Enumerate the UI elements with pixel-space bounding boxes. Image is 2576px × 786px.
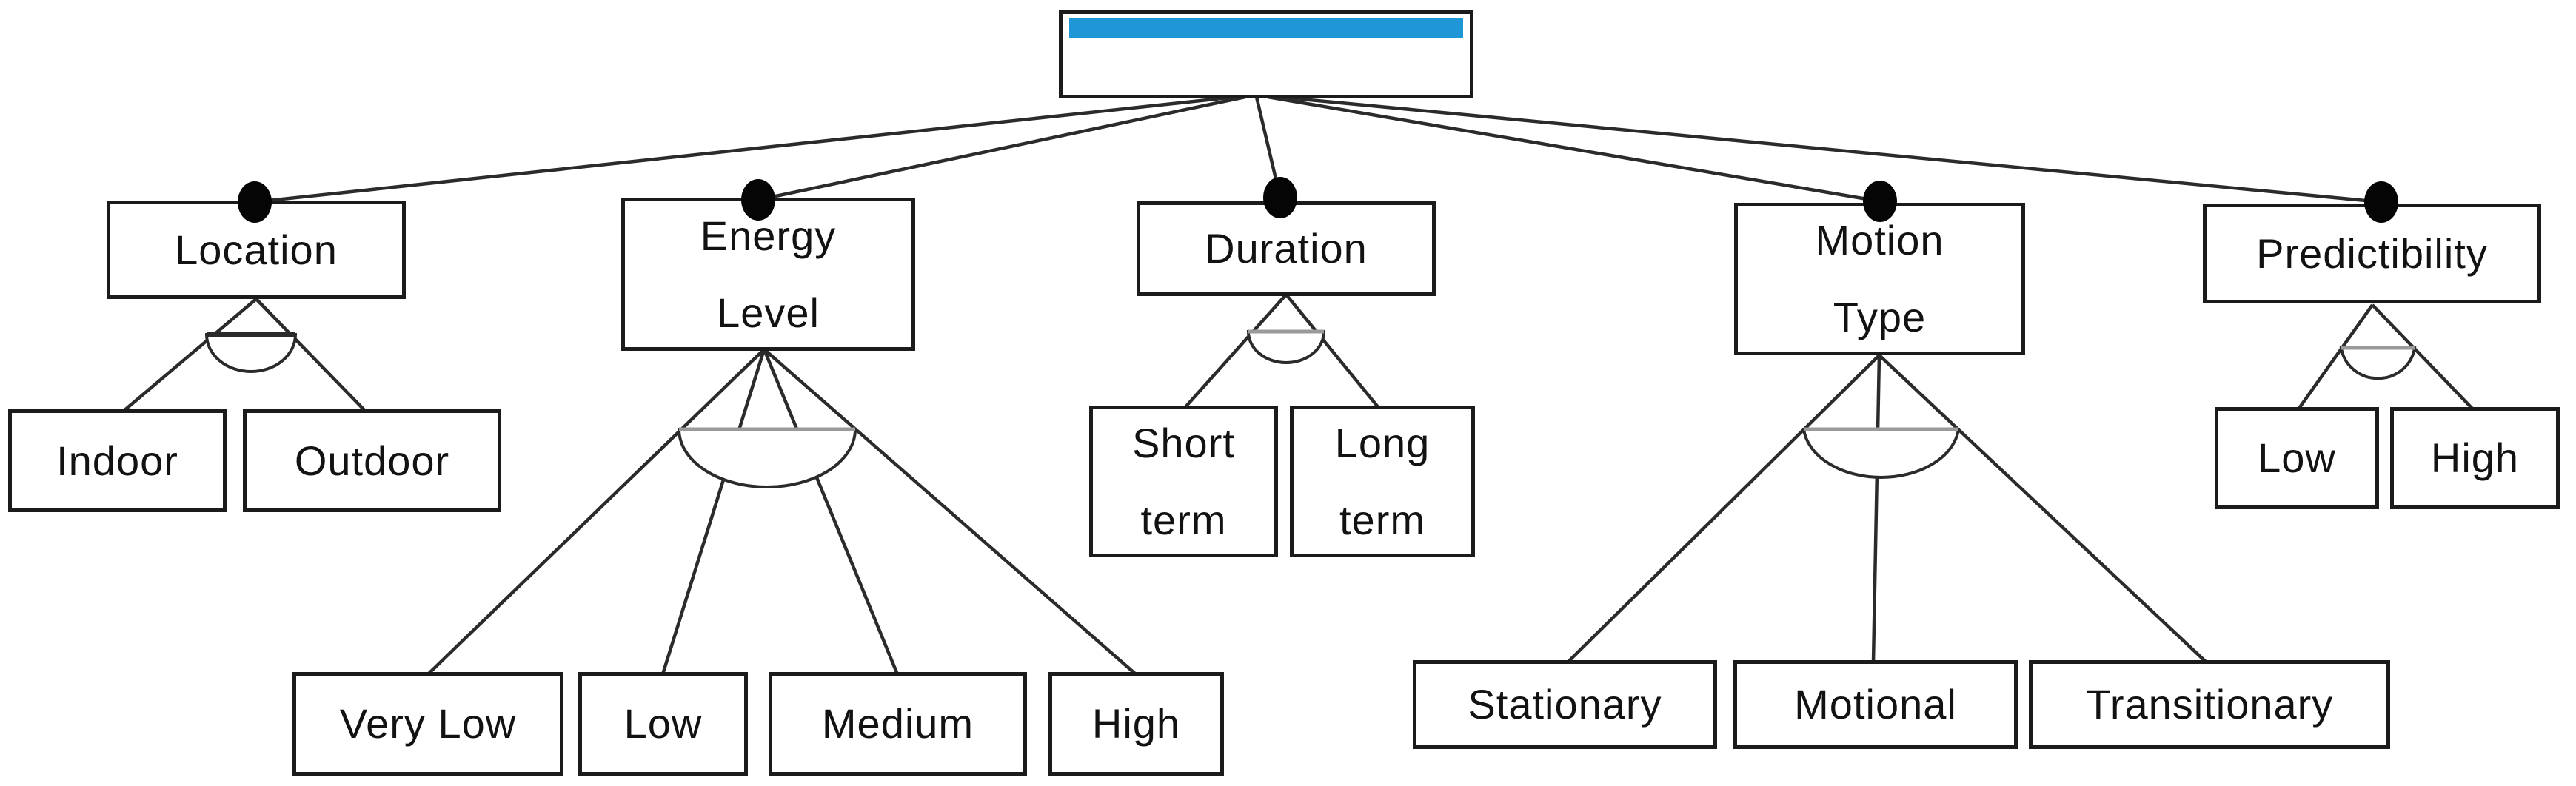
node-predictability: Predictibility (2203, 204, 2541, 303)
group-arc-duration (1246, 330, 1326, 364)
group-arc-predictability (2339, 346, 2417, 380)
edge-duration-long-term (1285, 293, 1380, 409)
node-motional: Motional (1733, 660, 2018, 749)
node-outdoor: Outdoor (243, 409, 501, 512)
node-short-term: Short term (1089, 406, 1278, 557)
node-long-term: Long term (1290, 406, 1475, 557)
edge-energy-high (763, 348, 1137, 676)
edge-location-indoor (121, 298, 258, 413)
group-arc-location (204, 333, 298, 373)
edge-energy-medium (762, 349, 900, 675)
node-energy-level: Energy Level (621, 198, 915, 351)
node-predictability-low: Low (2215, 407, 2379, 509)
root-node (1059, 10, 1473, 98)
node-indoor: Indoor (8, 409, 227, 512)
edge-root-energy-level (757, 95, 1246, 202)
edge-energy-low (660, 349, 766, 675)
group-arc-energy-level (677, 428, 857, 488)
edge-duration-short-term (1183, 293, 1288, 409)
edge-predictability-high (2371, 303, 2475, 411)
edge-motion-transitionary (1878, 354, 2208, 664)
node-medium: Medium (769, 672, 1027, 776)
edge-location-outdoor (255, 298, 367, 413)
node-motion-type: Motion Type (1734, 203, 2025, 355)
node-energy-high: High (1048, 672, 1224, 776)
node-stationary: Stationary (1413, 660, 1717, 749)
root-title-highlight (1069, 18, 1463, 38)
edge-root-predictability (1278, 95, 2382, 204)
edge-motion-motional (1871, 355, 1881, 663)
node-transitionary: Transitionary (2029, 660, 2390, 749)
node-location: Location (107, 201, 406, 299)
node-duration: Duration (1137, 201, 1436, 296)
edge-predictability-low (2297, 303, 2374, 411)
node-predictability-high: High (2390, 407, 2560, 509)
group-arc-motion-type (1801, 428, 1961, 479)
node-energy-low: Low (578, 672, 748, 776)
edge-root-motion-type (1267, 95, 1881, 204)
node-very-low: Very Low (292, 672, 563, 776)
edge-root-location (254, 95, 1236, 204)
edge-root-duration (1254, 96, 1282, 198)
edge-motion-stationary (1566, 354, 1881, 664)
